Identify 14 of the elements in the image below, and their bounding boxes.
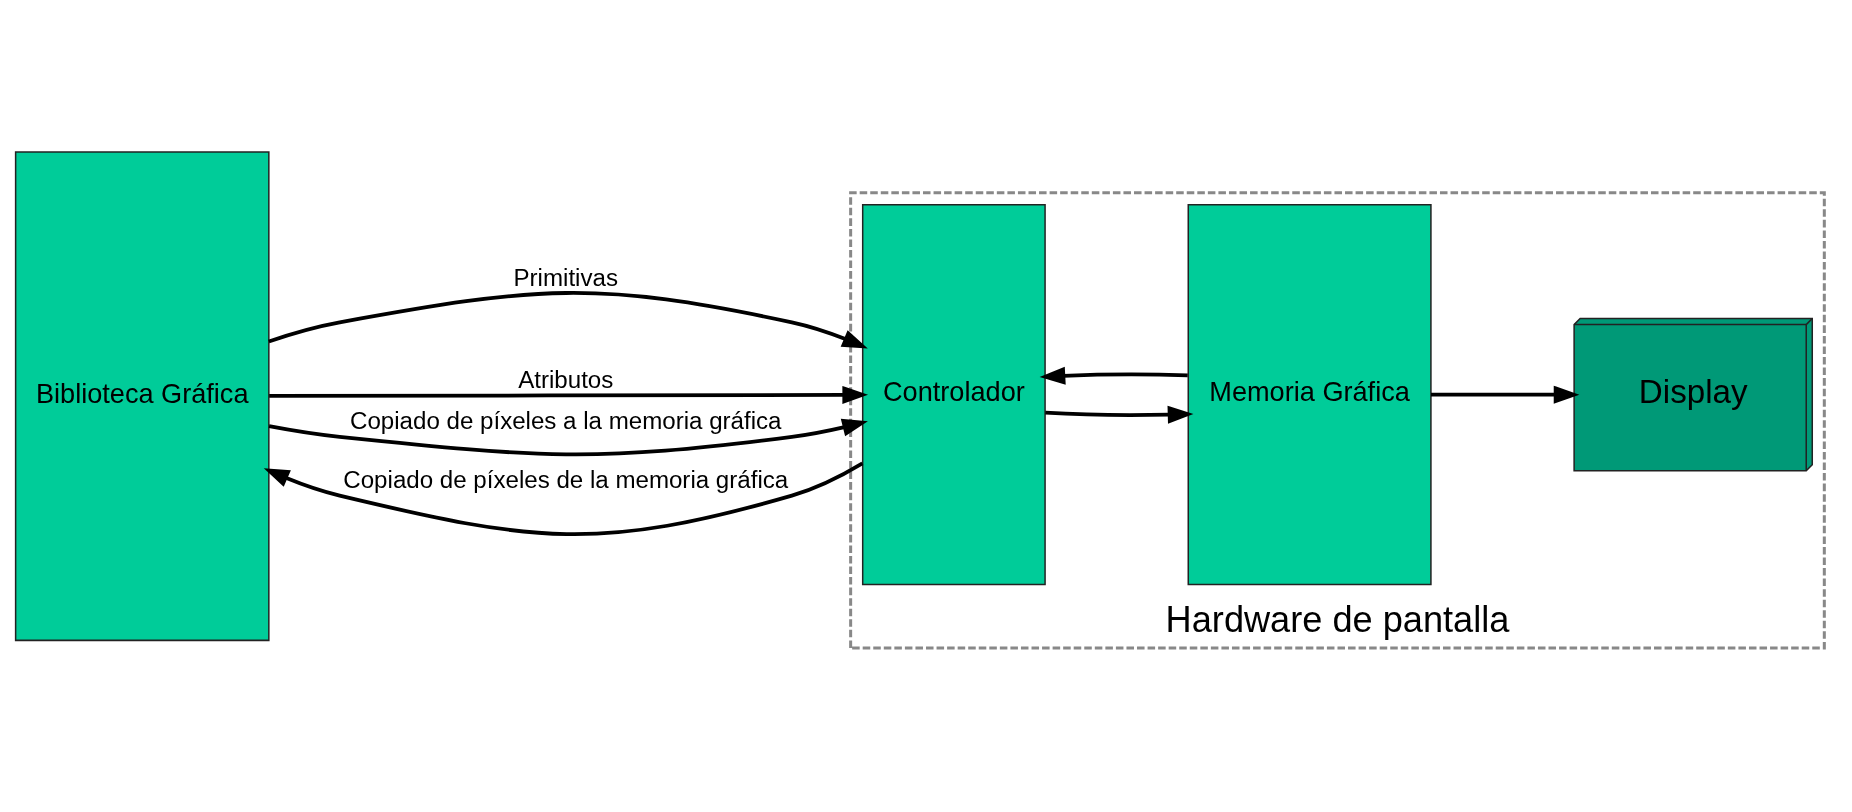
arrow [1039, 366, 1188, 385]
node-box: Biblioteca Gráfica [14, 151, 270, 642]
edge-label: Copiado de píxeles a la memoria gráfica [350, 407, 782, 435]
arrow [268, 418, 868, 457]
node-box: Memoria Gráfica [1187, 204, 1432, 586]
arrow [269, 385, 869, 404]
node-box: Controlador [861, 204, 1046, 586]
edge-label: Primitivas [513, 263, 619, 291]
arrow [1431, 385, 1580, 404]
arrow [263, 461, 864, 536]
edge-label: Copiado de píxeles de la memoria gráfica [343, 465, 789, 493]
arrow [268, 291, 868, 349]
edge-label: Atributos [518, 366, 614, 394]
arrow [1045, 405, 1194, 424]
